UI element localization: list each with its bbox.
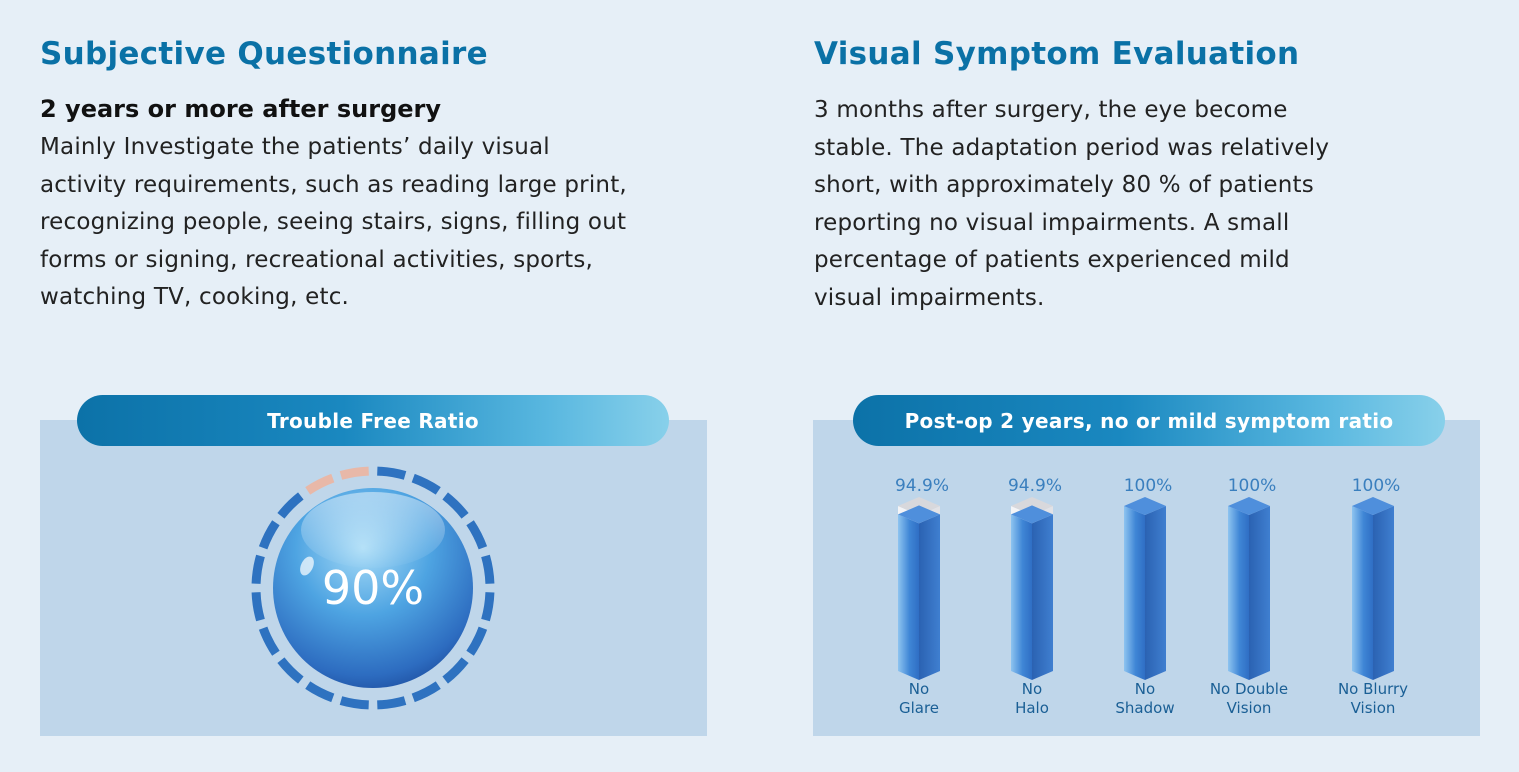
bar-value-label: 94.9% [1008, 476, 1062, 496]
bar-top [1124, 497, 1166, 515]
bar-1 [898, 497, 940, 680]
gauge-segment-filled [258, 626, 280, 656]
gauge-sparkle [300, 556, 314, 576]
bar-front [1124, 506, 1145, 680]
gauge-segment-filled [411, 473, 441, 495]
bar-3 [1124, 497, 1166, 680]
bar-front [1011, 514, 1032, 680]
bar-front [1228, 506, 1249, 680]
left-heading: Subjective Questionnaire [40, 36, 488, 72]
gauge-segment-filled [251, 592, 265, 622]
bar-top [1228, 497, 1270, 515]
gauge-segment-filled [442, 657, 469, 684]
gauge-segment-filled [251, 554, 265, 584]
gauge-segment-filled [377, 696, 407, 710]
bar-value-label: 100% [1124, 476, 1173, 496]
bar-4 [1228, 497, 1270, 680]
gauge-ring [251, 466, 495, 710]
bar-front [1352, 506, 1373, 680]
gauge-segment-filled [339, 696, 369, 710]
gauge-segment-filled [277, 492, 304, 519]
trouble-free-title: Trouble Free Ratio [77, 395, 669, 446]
gauge-segment-remainder [305, 473, 335, 495]
gauge-segment-filled [466, 520, 488, 550]
gauge-segment-filled [377, 466, 407, 480]
gauge-segment-remainder [339, 466, 369, 480]
bar-side [1249, 506, 1270, 680]
bar-2 [1011, 497, 1053, 680]
bar-side [1145, 506, 1166, 680]
gauge-value-label: 90% [322, 561, 424, 615]
gauge-segment-filled [481, 592, 495, 622]
gauge-segment-filled [442, 492, 469, 519]
gauge-segment-filled [277, 657, 304, 684]
gauge-segment-filled [305, 681, 335, 703]
bar-5 [1352, 497, 1394, 680]
gauge-gloss [301, 492, 445, 568]
gauge-segment-filled [481, 554, 495, 584]
left-paragraph: Mainly Investigate the patients’ daily v… [40, 134, 627, 311]
symptom-chart-title: Post-op 2 years, no or mild symptom rati… [853, 395, 1445, 446]
bar-top [1011, 505, 1053, 524]
bar-top [898, 505, 940, 524]
gauge-segment-filled [466, 626, 488, 656]
bar-top [1352, 497, 1394, 515]
gauge-segment-filled [411, 681, 441, 703]
bar-front [898, 514, 919, 680]
gauge-segment-filled [258, 520, 280, 550]
right-heading: Visual Symptom Evaluation [814, 36, 1300, 72]
bar-side [1032, 514, 1053, 680]
bar-value-label: 100% [1228, 476, 1277, 496]
right-paragraph: 3 months after surgery, the eye become s… [814, 97, 1330, 311]
bar-side [1373, 506, 1394, 680]
bar-value-label: 100% [1352, 476, 1401, 496]
bar-side [919, 514, 940, 680]
bar-value-label: 94.9% [895, 476, 949, 496]
trouble-free-gauge: 90% [251, 466, 495, 710]
left-subheading: 2 years or more after surgery [40, 95, 442, 123]
